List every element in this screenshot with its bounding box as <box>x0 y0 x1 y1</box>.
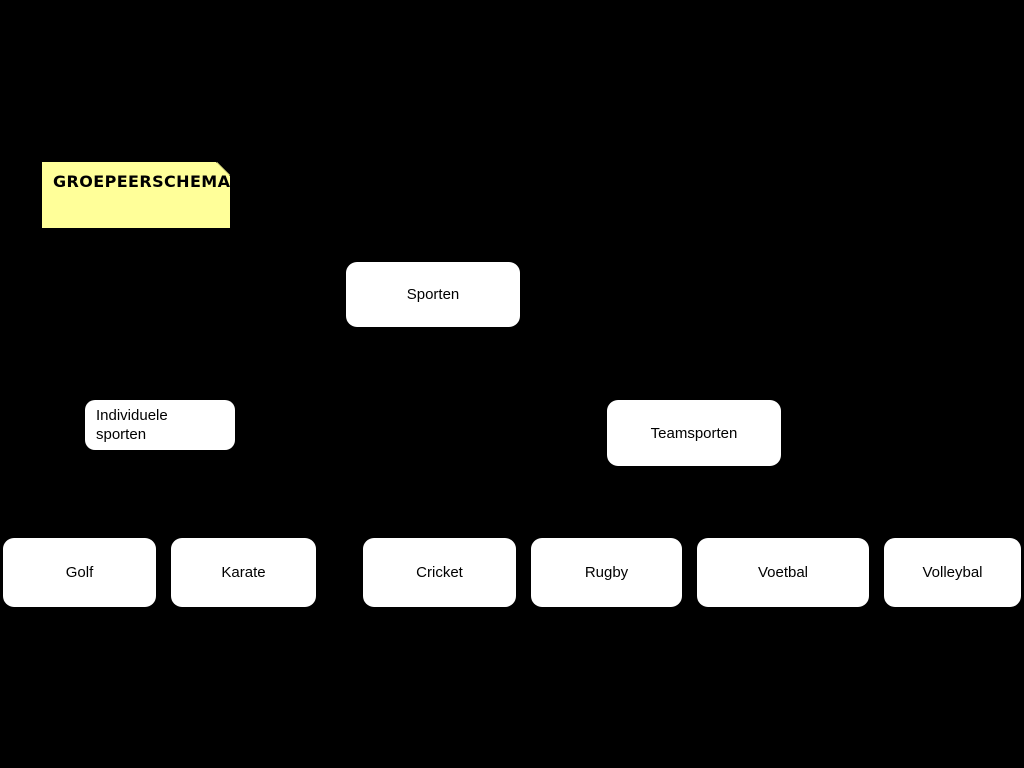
node-voetbal[interactable]: Voetbal <box>697 538 869 607</box>
node-cricket-label: Cricket <box>416 564 463 581</box>
node-sporten-label: Sporten <box>406 286 460 303</box>
node-teamsporten-label: Teamsporten <box>650 424 738 442</box>
node-individuele-sporten-label: Individuele sporten <box>96 407 168 443</box>
node-rugby[interactable]: Rugby <box>531 538 682 607</box>
node-teamsporten[interactable]: Teamsporten <box>607 400 781 466</box>
node-karate[interactable]: Karate <box>171 538 316 607</box>
node-sporten[interactable]: Sporten <box>346 262 520 327</box>
node-voetbal-label: Voetbal <box>757 564 809 581</box>
node-individuele-sporten[interactable]: Individuele sporten <box>85 400 235 450</box>
node-cricket[interactable]: Cricket <box>363 538 516 607</box>
sticky-note-text: GROEPEERSCHEMA <box>53 172 231 191</box>
node-karate-label: Karate <box>221 564 266 581</box>
node-rugby-label: Rugby <box>584 564 629 581</box>
node-golf-label: Golf <box>65 564 94 581</box>
node-volleybal[interactable]: Volleybal <box>884 538 1021 607</box>
node-volleybal-label: Volleybal <box>922 564 983 581</box>
node-golf[interactable]: Golf <box>3 538 156 607</box>
sticky-note-title: GROEPEERSCHEMA <box>42 162 230 228</box>
